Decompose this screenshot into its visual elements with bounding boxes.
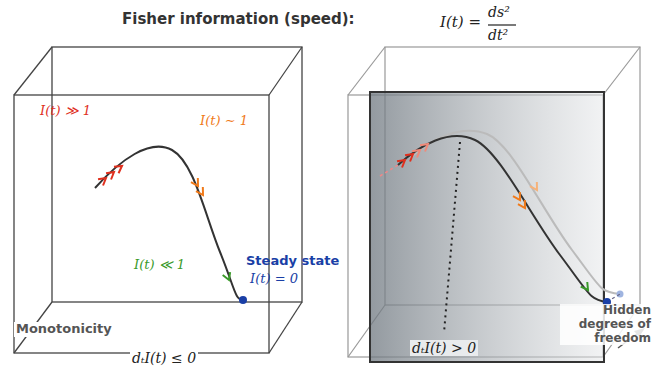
- formula: ds²: [488, 4, 510, 20]
- formula: dₜI(t) ≤ 0: [130, 350, 198, 366]
- flow-chevron: [114, 166, 122, 173]
- trajectory: [95, 147, 243, 300]
- fraction-bar: [488, 24, 516, 25]
- state-label: Steady state: [246, 254, 339, 269]
- speed-label: I(t) ∼ 1: [200, 114, 248, 129]
- formula: dt²: [488, 27, 508, 43]
- flow-chevron: [98, 178, 106, 185]
- left-cube: [14, 47, 302, 353]
- caption: Hidden degrees of freedom: [560, 304, 652, 345]
- formula: dₜI(t) > 0: [410, 340, 478, 356]
- hidden-dot: [617, 291, 624, 298]
- flow-chevron: [513, 192, 520, 200]
- state-label: I(t) = 0: [250, 272, 298, 287]
- flow-chevron: [397, 160, 405, 167]
- flow-chevron: [106, 172, 114, 179]
- speed-label: I(t) ≫ 1: [40, 104, 91, 119]
- flow-chevron: [405, 154, 413, 161]
- title: Fisher information (speed):: [122, 11, 355, 28]
- steady-state-dot: [239, 296, 247, 304]
- dashed-extension: [380, 165, 398, 176]
- flow-chevron: [518, 200, 525, 208]
- hidden-trajectory: [410, 131, 620, 294]
- flow-chevron: [581, 282, 588, 290]
- trajectory: [398, 136, 607, 302]
- flow-chevron: [420, 144, 428, 151]
- flow-chevron: [196, 187, 203, 195]
- flow-chevron: [191, 178, 198, 186]
- speed-label: I(t) ≪ 1: [134, 258, 185, 273]
- caption: Monotonicity: [14, 322, 114, 337]
- flow-chevron: [223, 272, 230, 280]
- dotted-leader: [444, 142, 460, 333]
- flow-chevron: [530, 182, 537, 190]
- flow-chevron: [412, 150, 420, 157]
- formula: I(t) =: [440, 14, 481, 31]
